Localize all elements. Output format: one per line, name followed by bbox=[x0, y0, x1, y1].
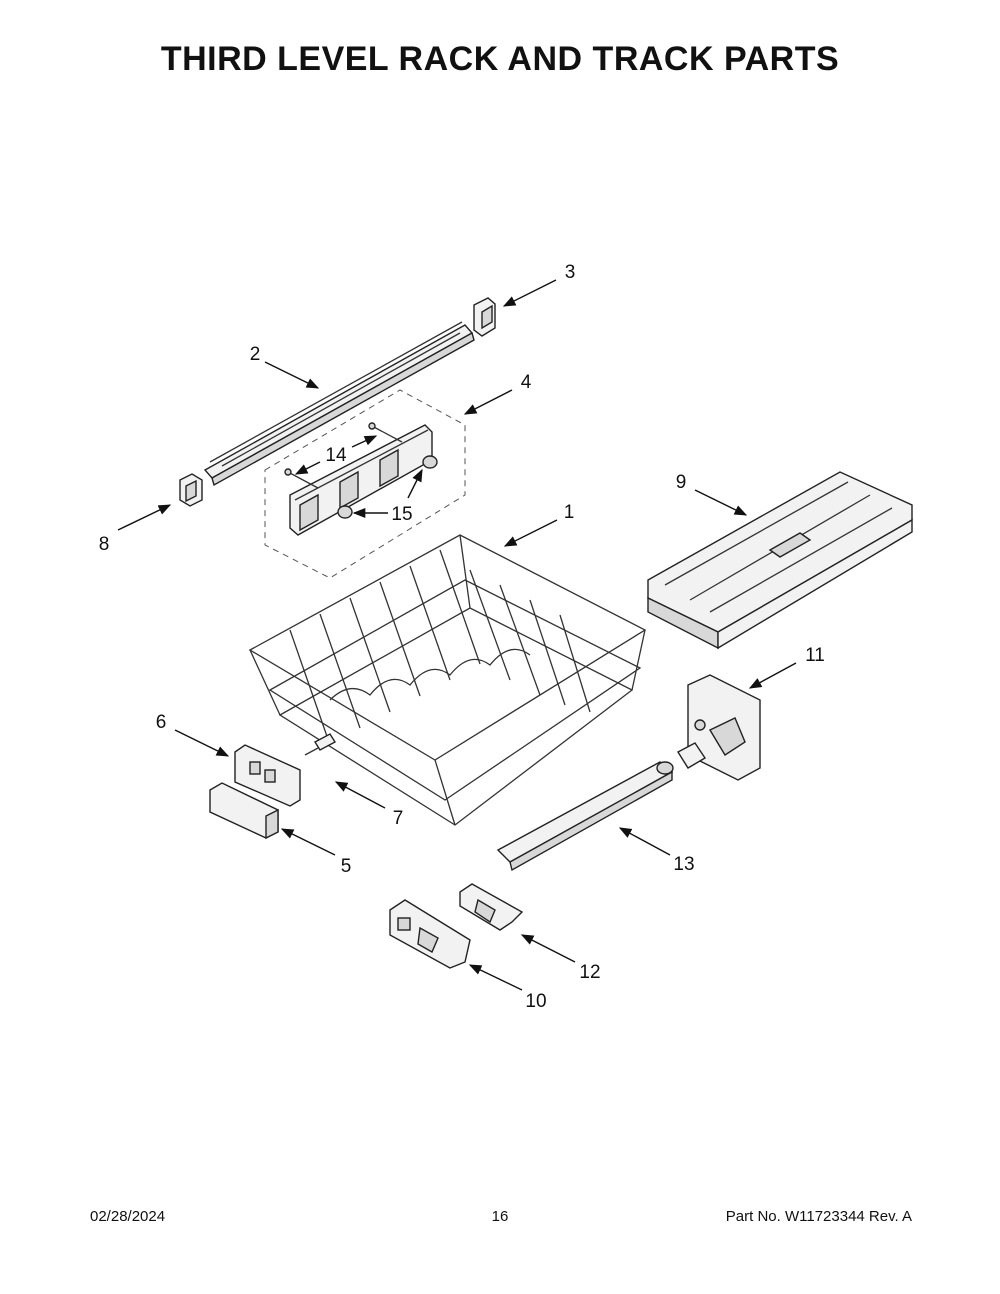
footer-page-number: 16 bbox=[491, 1208, 509, 1225]
part-14-screws bbox=[284, 422, 403, 489]
part-4-rack-adjuster-bracket bbox=[289, 424, 433, 536]
callout-6: 6 bbox=[156, 712, 167, 733]
part-5-cover bbox=[209, 782, 279, 840]
part-1-wire-rack bbox=[248, 534, 647, 826]
callout-13: 13 bbox=[673, 854, 694, 875]
callout-8: 8 bbox=[99, 534, 110, 555]
part-3-end-cap bbox=[473, 297, 496, 337]
callout-3: 3 bbox=[565, 262, 576, 283]
callout-9: 9 bbox=[676, 472, 687, 493]
callout-arrows bbox=[117, 279, 797, 991]
part-2-track-rail bbox=[203, 321, 475, 487]
part-6-clip-bracket bbox=[234, 744, 301, 807]
callout-15: 15 bbox=[391, 504, 412, 525]
part-8-end-cap bbox=[179, 473, 203, 507]
part-7-pin bbox=[304, 733, 336, 756]
footer-date: 02/28/2024 bbox=[90, 1208, 166, 1225]
part-12-holder bbox=[459, 883, 524, 931]
callout-2: 2 bbox=[250, 344, 261, 365]
part-15-wheels bbox=[337, 455, 438, 519]
callout-11: 11 bbox=[805, 645, 825, 666]
part-11-manifold-housing bbox=[677, 674, 761, 781]
callout-14: 14 bbox=[325, 445, 347, 466]
footer-part-number: Part No. W11723344 Rev. A bbox=[725, 1208, 912, 1225]
part-4-assembly-outline bbox=[264, 389, 466, 579]
callout-5: 5 bbox=[341, 856, 352, 877]
callout-4: 4 bbox=[521, 372, 532, 393]
part-10-bracket bbox=[389, 899, 471, 969]
part-9-cutlery-tray bbox=[647, 471, 913, 650]
callout-10: 10 bbox=[525, 991, 546, 1012]
callout-12: 12 bbox=[579, 962, 600, 983]
callout-1: 1 bbox=[564, 502, 575, 523]
part-13-spray-tube bbox=[496, 761, 674, 872]
page-title: THIRD LEVEL RACK AND TRACK PARTS bbox=[160, 40, 840, 78]
callout-7: 7 bbox=[393, 808, 404, 829]
